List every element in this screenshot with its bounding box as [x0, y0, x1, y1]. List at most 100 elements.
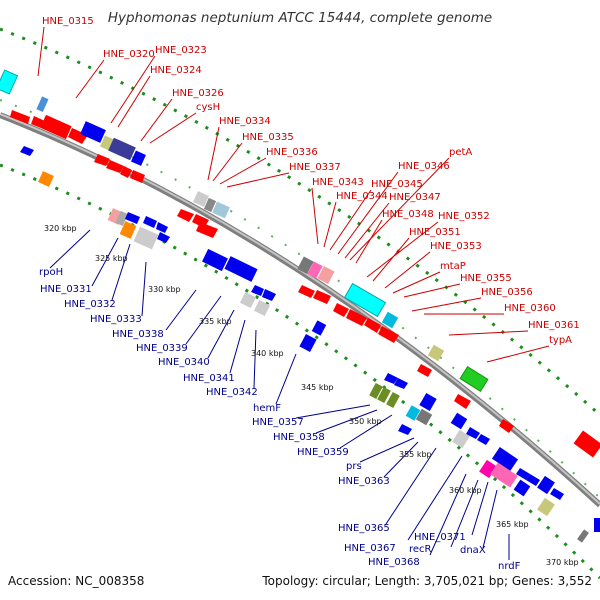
- gene-arrow: [384, 373, 398, 384]
- gene-block: [80, 121, 106, 143]
- gene-block: [415, 408, 433, 426]
- gene-label: typA: [549, 335, 572, 346]
- gene-arrow: [106, 160, 124, 173]
- gene-block: [119, 221, 137, 239]
- gene-arrow: [454, 394, 471, 409]
- kbp-tick-label: 335 kbp: [199, 317, 232, 326]
- kbp-tick-label: 370 kbp: [546, 558, 579, 567]
- gene-label: HNE_0352: [438, 211, 490, 222]
- gene-arrow: [516, 468, 530, 480]
- gene-label: HNE_0359: [297, 447, 349, 458]
- gene-arrow: [333, 303, 349, 317]
- gene-block: [577, 529, 589, 543]
- gene-block: [427, 344, 445, 362]
- inner-dotted-track: [0, 163, 600, 580]
- gene-label: HNE_0360: [504, 303, 556, 314]
- gene-label: HNE_0341: [183, 373, 235, 384]
- gene-label: HNE_0337: [289, 162, 341, 173]
- gene-label: HNE_0353: [430, 241, 482, 252]
- gene-arrow: [94, 154, 110, 166]
- forward-leader-lines: [37, 26, 550, 363]
- kbp-tick-label: 355 kbp: [399, 450, 432, 459]
- kbp-tick-label: 345 kbp: [301, 383, 334, 392]
- gene-block: [537, 475, 555, 495]
- kbp-tick-label: 365 kbp: [496, 520, 529, 529]
- gene-label: HNE_0346: [398, 161, 450, 172]
- gene-block: [299, 334, 317, 352]
- gene-block: [40, 114, 72, 140]
- gene-label: HNE_0336: [266, 147, 318, 158]
- gene-arrow: [466, 427, 480, 439]
- gene-label: cysH: [196, 102, 220, 113]
- gene-block: [253, 299, 271, 317]
- gene-arrow: [130, 170, 145, 183]
- gene-label: HNE_0363: [338, 476, 390, 487]
- gene-label: HNE_0345: [371, 179, 423, 190]
- gene-arrow: [398, 424, 412, 435]
- gene-label: HNE_0340: [158, 357, 210, 368]
- gene-block: [193, 191, 209, 207]
- gene-arrow: [177, 209, 194, 222]
- gene-arrow: [477, 434, 490, 445]
- gene-label: HNE_0343: [312, 177, 364, 188]
- gene-label: dnaX: [460, 545, 486, 556]
- kbp-tick-label: 350 kbp: [349, 417, 382, 426]
- reverse-gene-labels: rpoH HNE_0331 HNE_0332 HNE_0333 HNE_0338…: [39, 267, 521, 572]
- gene-arrow: [394, 378, 408, 389]
- gene-block: [317, 266, 335, 284]
- gene-block: [491, 447, 519, 471]
- gene-block: [202, 248, 228, 272]
- gene-arrow: [251, 285, 264, 296]
- gene-arrow: [499, 419, 514, 433]
- gene-block: [594, 518, 600, 532]
- gene-block: [343, 282, 387, 318]
- gene-block: [239, 291, 257, 309]
- gene-arrow: [417, 364, 432, 377]
- kbp-tick-label: 330 kbp: [148, 285, 181, 294]
- gene-label: HNE_0371: [414, 532, 466, 543]
- gene-block: [203, 197, 217, 213]
- kbp-tick-label: 320 kbp: [44, 224, 77, 233]
- forward-gene-labels: HNE_0315 HNE_0320 HNE_0323 HNE_0324 HNE_…: [42, 16, 580, 346]
- gene-label: HNE_0326: [172, 88, 224, 99]
- gene-label: HNE_0335: [242, 132, 294, 143]
- gene-arrow: [156, 222, 168, 233]
- gene-label: HNE_0356: [481, 287, 533, 298]
- gene-label: HNE_0324: [150, 65, 202, 76]
- gene-arrow: [125, 212, 140, 224]
- kbp-ticks: 320 kbp 325 kbp 330 kbp 335 kbp 340 kbp …: [44, 224, 579, 567]
- gene-label: HNE_0334: [219, 116, 271, 127]
- reverse-leader-lines: [49, 229, 510, 560]
- figure-title: Hyphomonas neptunium ATCC 15444, complet…: [108, 10, 492, 26]
- gene-block: [108, 137, 136, 161]
- gene-label: HNE_0342: [206, 387, 258, 398]
- gene-arrow: [378, 326, 399, 343]
- forward-inner-dotted-track: [0, 99, 600, 499]
- gene-block: [450, 412, 468, 430]
- gene-arrow: [196, 222, 218, 238]
- gene-block: [115, 210, 129, 227]
- gene-arrow: [346, 309, 367, 326]
- gene-block: [490, 462, 518, 488]
- kbp-tick-label: 325 kbp: [95, 254, 128, 263]
- kbp-tick-label: 360 kbp: [449, 486, 482, 495]
- outer-dotted-track: [0, 27, 600, 418]
- gene-label: HNE_0347: [389, 192, 441, 203]
- gene-label: HNE_0333: [90, 314, 142, 325]
- gene-arrow: [20, 146, 34, 156]
- gene-label: HNE_0320: [103, 49, 155, 60]
- gene-arrow: [157, 232, 170, 243]
- gene-block: [419, 392, 437, 412]
- gene-block: [513, 479, 531, 497]
- gene-label: recR: [409, 544, 432, 555]
- gene-label: HNE_0351: [409, 227, 461, 238]
- gene-block: [130, 150, 146, 166]
- gene-arrow: [364, 318, 381, 333]
- gene-block: [369, 382, 383, 400]
- gene-arrow: [68, 128, 88, 144]
- gene-arrow: [262, 289, 276, 301]
- gene-label: rpoH: [39, 267, 63, 278]
- gene-label: HNE_0331: [40, 284, 92, 295]
